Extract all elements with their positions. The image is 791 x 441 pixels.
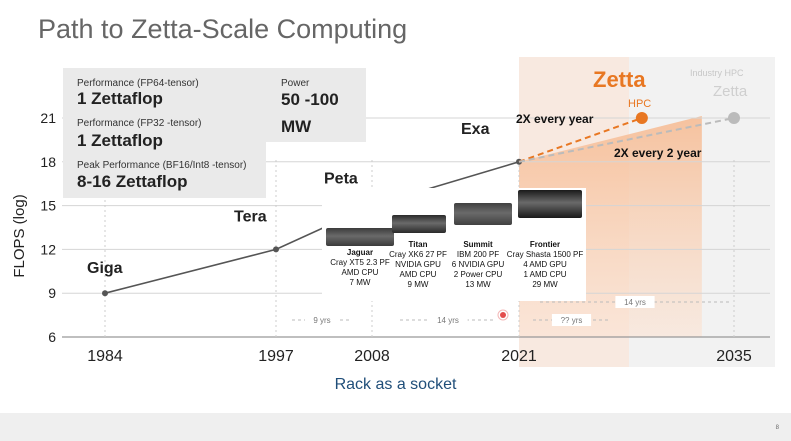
supercomputer-spec-line: 13 MW	[465, 280, 491, 289]
fp32-value: 1 Zettaflop	[77, 131, 163, 150]
supercomputer-name: Jaguar	[346, 248, 374, 257]
supercomputer-spec-line: Cray XT5 2.3 PF	[330, 258, 390, 267]
x-tick-label: 1997	[258, 348, 294, 365]
supercomputer-image	[326, 228, 394, 246]
supercomputer-spec-line: 29 MW	[532, 280, 558, 289]
red-dot-halo	[497, 309, 509, 321]
data-point-label: Exa	[461, 121, 490, 138]
y-axis-label: FLOPS (log)	[11, 194, 28, 277]
x-tick-label: 1984	[87, 348, 123, 365]
supercomputer-spec-line: Cray Shasta 1500 PF	[506, 250, 584, 259]
supercomputer-spec-line: Cray XK6 27 PF	[389, 250, 447, 259]
red-dot-marker	[500, 312, 506, 318]
supercomputer-spec-line: 2 Power CPU	[453, 270, 503, 279]
supercomputer-spec-line: AMD CPU	[399, 270, 437, 279]
y-tick-label: 12	[40, 241, 56, 257]
peak-label: Peak Performance (BF16/Int8 -tensor)	[77, 160, 247, 171]
power-value-line1: 50 -100	[281, 90, 339, 109]
rate-annotation-2: 2X every 2 year	[614, 146, 702, 160]
supercomputer-image	[518, 190, 582, 218]
footer-bar: 8	[0, 413, 791, 441]
slide-number: 8	[775, 425, 779, 431]
supercomputer-name: Titan	[408, 240, 428, 249]
supercomputer-spec-line: 7 MW	[349, 278, 371, 287]
power-label: Power	[281, 78, 310, 89]
supercomputer-spec-line: 6 NVIDIA GPU	[451, 260, 505, 269]
fp32-label: Performance (FP32 -tensor)	[77, 118, 202, 129]
span-unknown-bg	[551, 314, 592, 326]
supercomputer-image	[454, 203, 512, 225]
industry-hpc-label: Industry HPC	[690, 68, 744, 78]
power-value-line2: MW	[281, 117, 312, 136]
fp64-value: 1 Zettaflop	[77, 89, 163, 108]
hpc-label: HPC	[628, 98, 651, 110]
data-point-label: Peta	[324, 171, 358, 188]
page-title: Path to Zetta-Scale Computing	[38, 14, 408, 44]
data-point-label: Giga	[87, 260, 123, 277]
supercomputer-spec-line: 1 AMD CPU	[523, 270, 567, 279]
supercomputer-spec-line: 9 MW	[407, 280, 429, 289]
supercomputer-image	[392, 215, 446, 233]
data-point	[635, 112, 648, 124]
data-point	[728, 112, 740, 124]
data-point-label: Tera	[234, 208, 267, 225]
x-tick-label: 2021	[501, 348, 537, 365]
span-unknown-label: ?? yrs	[561, 316, 583, 325]
y-tick-label: 15	[40, 198, 56, 214]
supercomputer-spec-line: NVIDIA GPU	[395, 260, 441, 269]
industry-zetta-label: Zetta	[713, 83, 748, 100]
span-14yrs-industry-label: 14 yrs	[624, 298, 646, 307]
peak-value: 8-16 Zettaflop	[77, 172, 188, 191]
supercomputer-spec-line: IBM 200 PF	[456, 250, 500, 259]
span-14yrs-industry-bg	[615, 296, 655, 308]
fp64-label: Performance (FP64-tensor)	[77, 78, 199, 89]
rate-annotation-1: 2X every year	[516, 112, 594, 126]
y-tick-label: 21	[40, 110, 56, 126]
zetta-label: Zetta	[593, 67, 646, 92]
y-tick-label: 18	[40, 154, 56, 170]
data-point	[273, 246, 279, 253]
span-14yrs-bg	[428, 314, 468, 326]
spec-panel	[63, 68, 266, 198]
series-line	[518, 117, 735, 163]
x-tick-label: 2008	[354, 348, 390, 365]
span-14yrs-label: 14 yrs	[437, 316, 459, 325]
power-panel	[266, 68, 366, 142]
subtitle: Rack as a socket	[334, 376, 457, 393]
y-tick-label: 9	[48, 285, 56, 301]
supercomputer-spec-line: AMD CPU	[341, 268, 379, 277]
supercomputer-name: Summit	[463, 240, 493, 249]
x-tick-label: 2035	[716, 348, 752, 365]
supercomputer-name: Frontier	[529, 240, 561, 249]
series-line	[518, 117, 643, 163]
span-9yrs-bg	[305, 314, 339, 326]
span-9yrs-label: 9 yrs	[313, 316, 330, 325]
y-tick-label: 6	[48, 329, 56, 345]
supercomputer-spec-line: 4 AMD GPU	[523, 260, 567, 269]
data-point	[102, 290, 108, 297]
